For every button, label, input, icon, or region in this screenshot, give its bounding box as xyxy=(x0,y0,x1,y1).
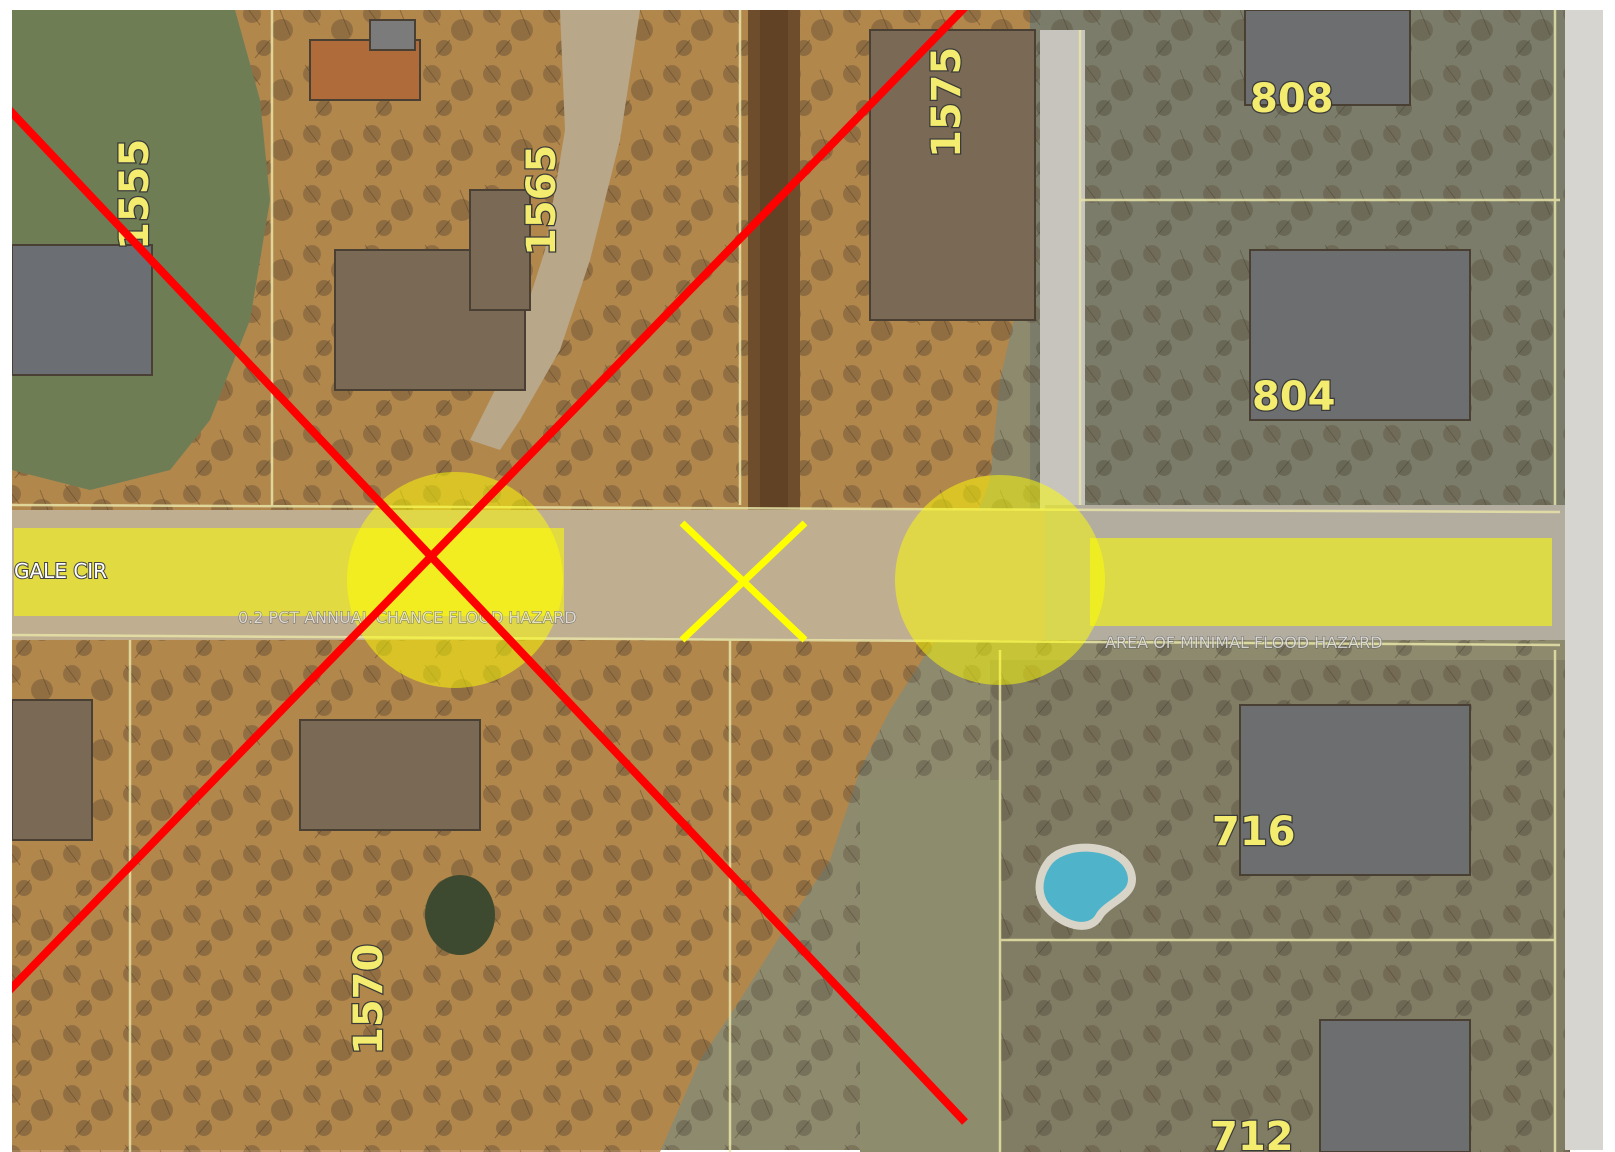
address-label: 712 xyxy=(1210,1114,1294,1152)
highlight-circle-east xyxy=(895,475,1105,685)
driveway xyxy=(470,10,640,450)
address-label: 1570 xyxy=(346,944,392,1055)
address-label: 1555 xyxy=(112,139,158,250)
address-label: 808 xyxy=(1250,76,1334,122)
address-label: 1575 xyxy=(924,47,970,158)
houses xyxy=(11,9,1471,1152)
pond xyxy=(425,875,495,955)
flood-zone-label-west: 0.2 PCT ANNUAL CHANCE FLOOD HAZARD xyxy=(238,608,577,627)
address-label: 716 xyxy=(1212,809,1296,855)
side-road xyxy=(1565,10,1605,1150)
yellow-x-mark xyxy=(679,520,808,643)
red-x-mark xyxy=(0,0,975,1125)
pool xyxy=(1035,843,1136,930)
address-label: 804 xyxy=(1252,374,1336,420)
highlight-band-east xyxy=(1090,538,1552,626)
street-label: GALE CIR xyxy=(14,559,107,583)
address-label: 1565 xyxy=(519,145,565,256)
flood-zone-label-east: AREA OF MINIMAL FLOOD HAZARD xyxy=(1105,633,1383,652)
parcel-lines xyxy=(11,10,1561,1152)
